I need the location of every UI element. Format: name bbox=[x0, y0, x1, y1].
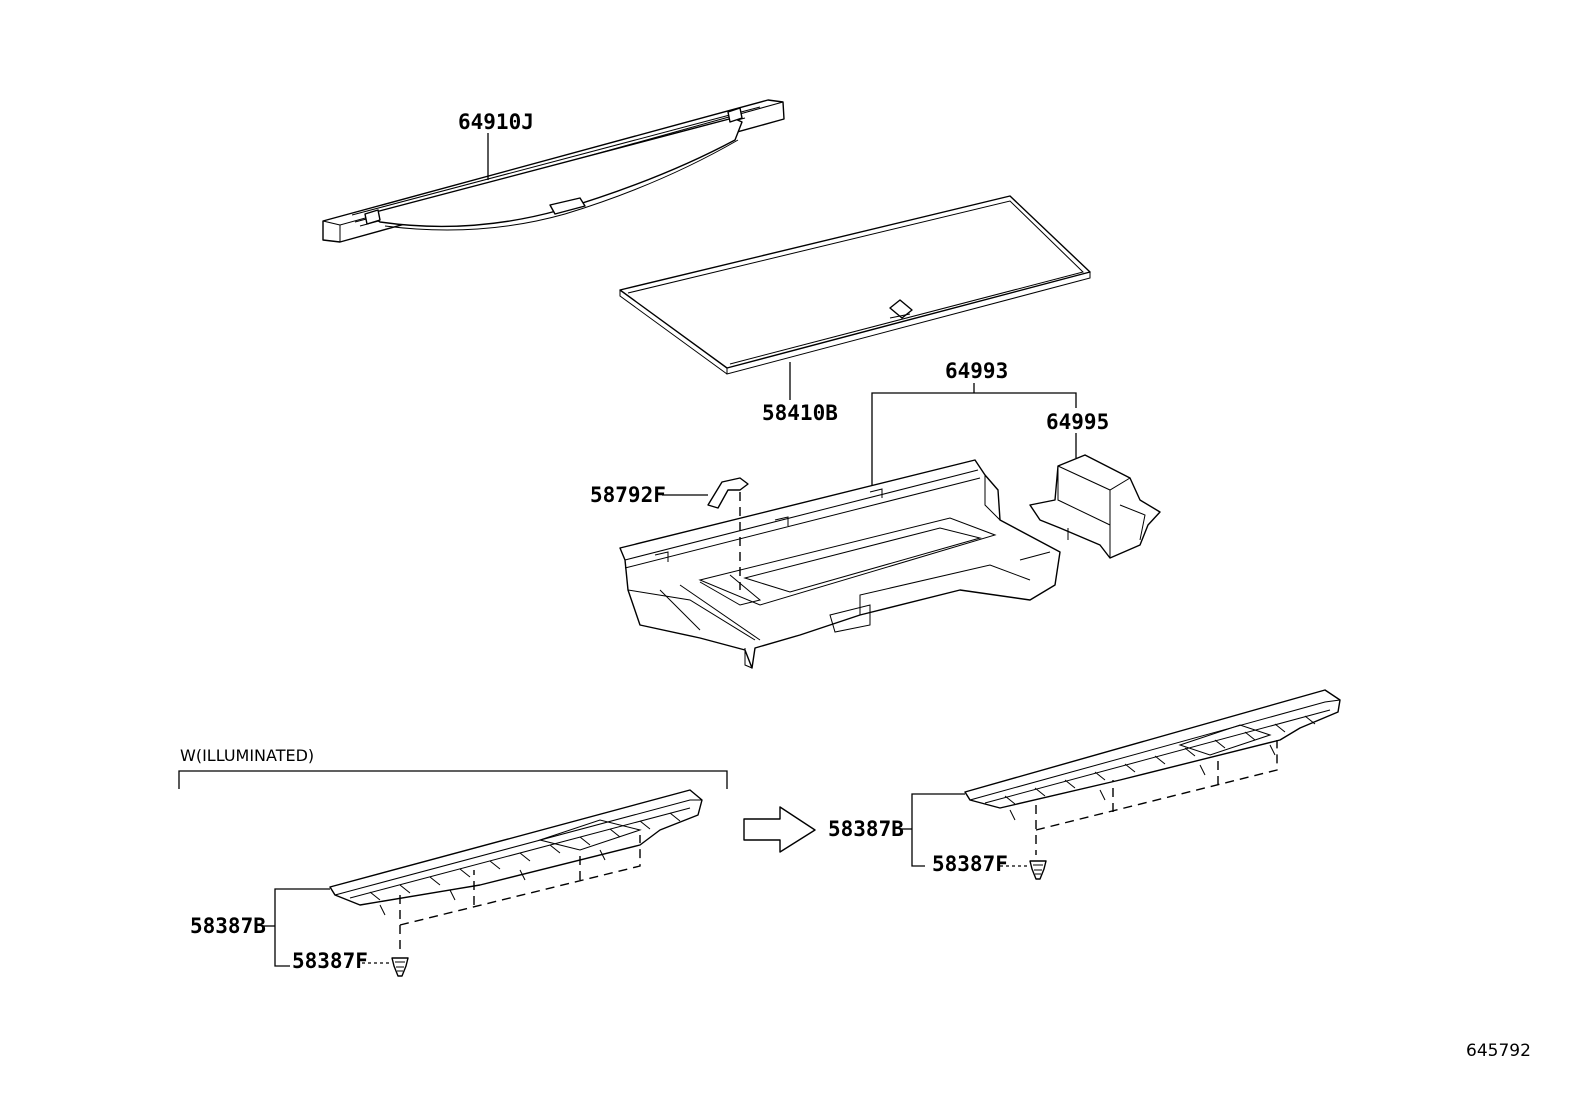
replacement-arrow bbox=[743, 806, 816, 853]
illuminated-group-label: W(ILLUMINATED) bbox=[180, 746, 314, 765]
scuff-plate-std-dashed bbox=[1035, 740, 1278, 855]
clip-illuminated-label: 58387F bbox=[292, 949, 368, 973]
tonneau-cover-label: 64910J bbox=[458, 110, 534, 134]
deck-box-label: 64993 bbox=[945, 359, 1008, 383]
scuff-plate-std-label: 58387B bbox=[828, 817, 904, 841]
deck-box-side-label: 64995 bbox=[1046, 410, 1109, 434]
deck-box-tray-part[interactable] bbox=[619, 459, 1061, 669]
scuff-plate-illuminated-label: 58387B bbox=[190, 914, 266, 938]
scuff-plate-illuminated-leader bbox=[274, 888, 330, 967]
hook-label: 58792F bbox=[590, 483, 666, 507]
deck-board-label: 58410B bbox=[762, 401, 838, 425]
scuff-plate-illuminated-dashed bbox=[399, 835, 641, 950]
tonneau-cover-part[interactable] bbox=[322, 99, 785, 243]
scuff-plate-std-leader bbox=[911, 793, 965, 867]
hook-part[interactable] bbox=[707, 477, 749, 509]
clip-std-part[interactable] bbox=[1029, 860, 1047, 880]
scuff-plate-illuminated-part[interactable] bbox=[329, 789, 703, 916]
clip-illuminated-part[interactable] bbox=[391, 957, 409, 977]
clip-std-label: 58387F bbox=[932, 852, 1008, 876]
scuff-plate-std-part[interactable] bbox=[964, 689, 1341, 821]
illustration-number: 645792 bbox=[1466, 1041, 1531, 1061]
deck-board-part[interactable] bbox=[619, 195, 1091, 375]
deck-box-side-part[interactable] bbox=[1029, 454, 1161, 559]
illuminated-group-bracket bbox=[178, 770, 728, 789]
